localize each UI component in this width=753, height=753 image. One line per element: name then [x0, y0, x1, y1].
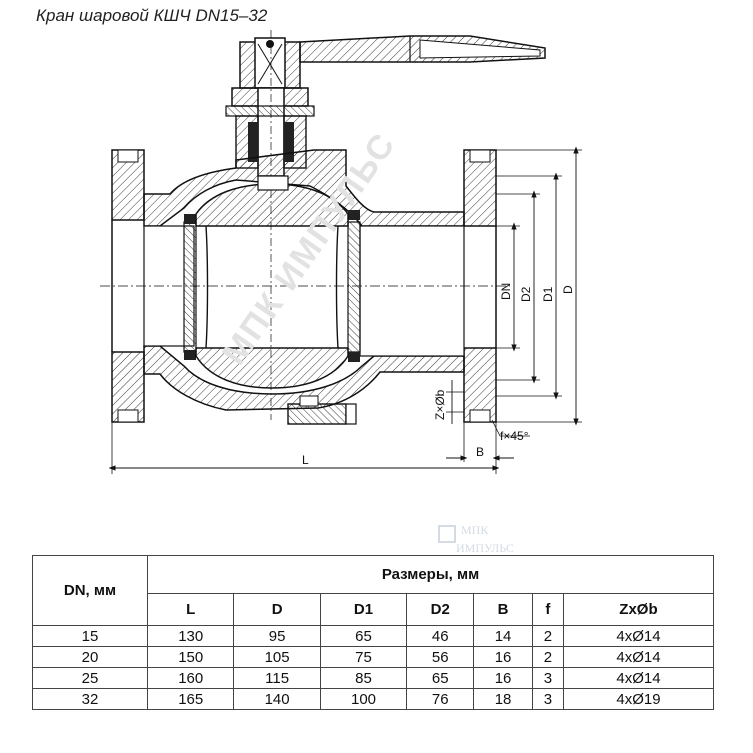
handle-lever [299, 35, 546, 63]
table-cell: 14 [473, 625, 533, 647]
table-row: 20 150 105 75 56 16 2 4xØ14 [32, 646, 715, 668]
table-cell: 3 [531, 667, 564, 689]
table-cell: 2 [531, 646, 564, 668]
table-cell: 105 [233, 646, 321, 668]
dim-label-d1: D1 [541, 286, 555, 302]
dim-label-d2: D2 [519, 286, 533, 302]
dim-label-b: B [476, 445, 484, 459]
table-header-dn: DN, мм [32, 555, 148, 626]
col-header: f [531, 593, 564, 626]
valve-section-drawing: DN D2 D1 D L B f×45° Z×Øb [100, 30, 582, 474]
table-cell: 3 [531, 688, 564, 710]
col-header: D2 [406, 593, 475, 626]
col-header: D1 [319, 593, 408, 626]
table-cell: 4xØ14 [562, 646, 715, 668]
table-cell: 20 [32, 646, 148, 668]
table-cell: 65 [406, 667, 475, 689]
table-row: 15 130 95 65 46 14 2 4xØ14 [32, 625, 715, 647]
dim-label-dn: DN [499, 283, 513, 300]
logo-square-icon [438, 525, 456, 543]
table-row: 25 160 115 85 65 16 3 4xØ14 [32, 667, 715, 689]
table-cell: 75 [319, 646, 408, 668]
table-cell: 100 [319, 688, 408, 710]
col-header: D [233, 593, 321, 626]
drawing-title: Кран шаровой КШЧ DN15–32 [36, 6, 268, 25]
dim-label-holes: Z×Øb [433, 389, 447, 420]
table-cell: 85 [319, 667, 408, 689]
col-header: ZxØb [562, 593, 715, 626]
table-cell: 56 [406, 646, 475, 668]
table-cell: 150 [146, 646, 235, 668]
watermark-logo-line2: ИМПУЛЬС [456, 541, 514, 555]
table-cell: 95 [233, 625, 321, 647]
table-cell: 16 [473, 646, 533, 668]
dimensions-table: DN, мм Размеры, мм L D D1 D2 B f ZxØb 15… [32, 555, 715, 710]
drain-plug [287, 395, 357, 425]
table-cell: 130 [146, 625, 235, 647]
table-cell: 46 [406, 625, 475, 647]
table-cell: 2 [531, 625, 564, 647]
dim-label-chamfer: f×45° [500, 429, 529, 443]
table-header-group: Размеры, мм [147, 555, 714, 594]
col-header: L [146, 593, 235, 626]
table-cell: 140 [233, 688, 321, 710]
watermark-logo: МПК ИМПУЛЬС [438, 523, 514, 555]
table-cell: 25 [32, 667, 148, 689]
right-flange [463, 149, 497, 423]
dim-label-l: L [302, 453, 309, 467]
table-cell: 32 [32, 688, 148, 710]
table-cell: 15 [32, 625, 148, 647]
table-cell: 115 [233, 667, 321, 689]
table-row: 32 165 140 100 76 18 3 4xØ19 [32, 688, 715, 710]
table-cell: 4xØ14 [562, 667, 715, 689]
table-cell: 4xØ14 [562, 625, 715, 647]
table-cell: 160 [146, 667, 235, 689]
watermark-logo-line1: МПК [461, 523, 489, 537]
table-cell: 165 [146, 688, 235, 710]
table-cell: 4xØ19 [562, 688, 715, 710]
dim-label-d: D [561, 285, 575, 294]
ball [195, 175, 349, 389]
dimension-lines [108, 146, 582, 474]
table-cell: 76 [406, 688, 475, 710]
seat-rings [183, 210, 361, 362]
table-cell: 65 [319, 625, 408, 647]
table-cell: 16 [473, 667, 533, 689]
table-cell: 18 [473, 688, 533, 710]
left-flange [111, 149, 145, 423]
col-header: B [473, 593, 533, 626]
stem-assembly [225, 30, 315, 420]
